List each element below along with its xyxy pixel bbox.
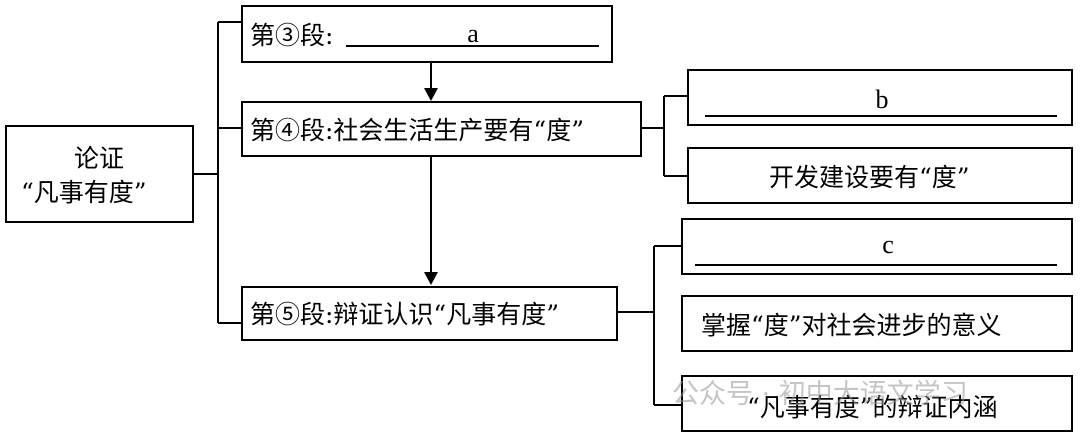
para3-label: 第③段:: [250, 21, 334, 50]
sub5-item2-box: 掌握“度”对社会进步的意义: [681, 295, 1073, 352]
sub5-item2-text: 掌握“度”对社会进步的意义: [701, 311, 1002, 340]
sub5-blank-box: c: [681, 218, 1073, 275]
para4-box: 第④段:社会生活生产要有“度”: [241, 101, 642, 157]
sub5-item3-box: “凡事有度”的辩证内涵: [681, 375, 1073, 432]
para3-box: 第③段: a: [241, 5, 613, 63]
para4-label: 第④段:社会生活生产要有“度”: [250, 116, 584, 145]
root-box: 论证 “凡事有度”: [5, 125, 194, 223]
sub4-blank-letter: b: [875, 85, 889, 114]
watermark: 公众号 · 初中大语文学习: [672, 379, 968, 410]
sub4-blank: [705, 115, 1057, 117]
sub5-item3-text: “凡事有度”的辩证内涵: [747, 393, 998, 422]
para5-label: 第⑤段:辩证认识“凡事有度”: [250, 300, 559, 329]
root-line1: 论证: [74, 144, 125, 173]
sub5-blank-letter: c: [882, 230, 894, 259]
sub4-item2-text: 开发建设要有“度”: [769, 163, 970, 192]
sub4-item2-box: 开发建设要有“度”: [687, 147, 1073, 204]
para3-blank-letter: a: [467, 19, 479, 48]
para3-blank: [346, 45, 599, 47]
para5-box: 第⑤段:辩证认识“凡事有度”: [241, 286, 618, 341]
sub5-blank: [695, 264, 1057, 266]
root-line2: “凡事有度”: [21, 178, 147, 207]
sub4-blank-box: b: [687, 69, 1073, 126]
